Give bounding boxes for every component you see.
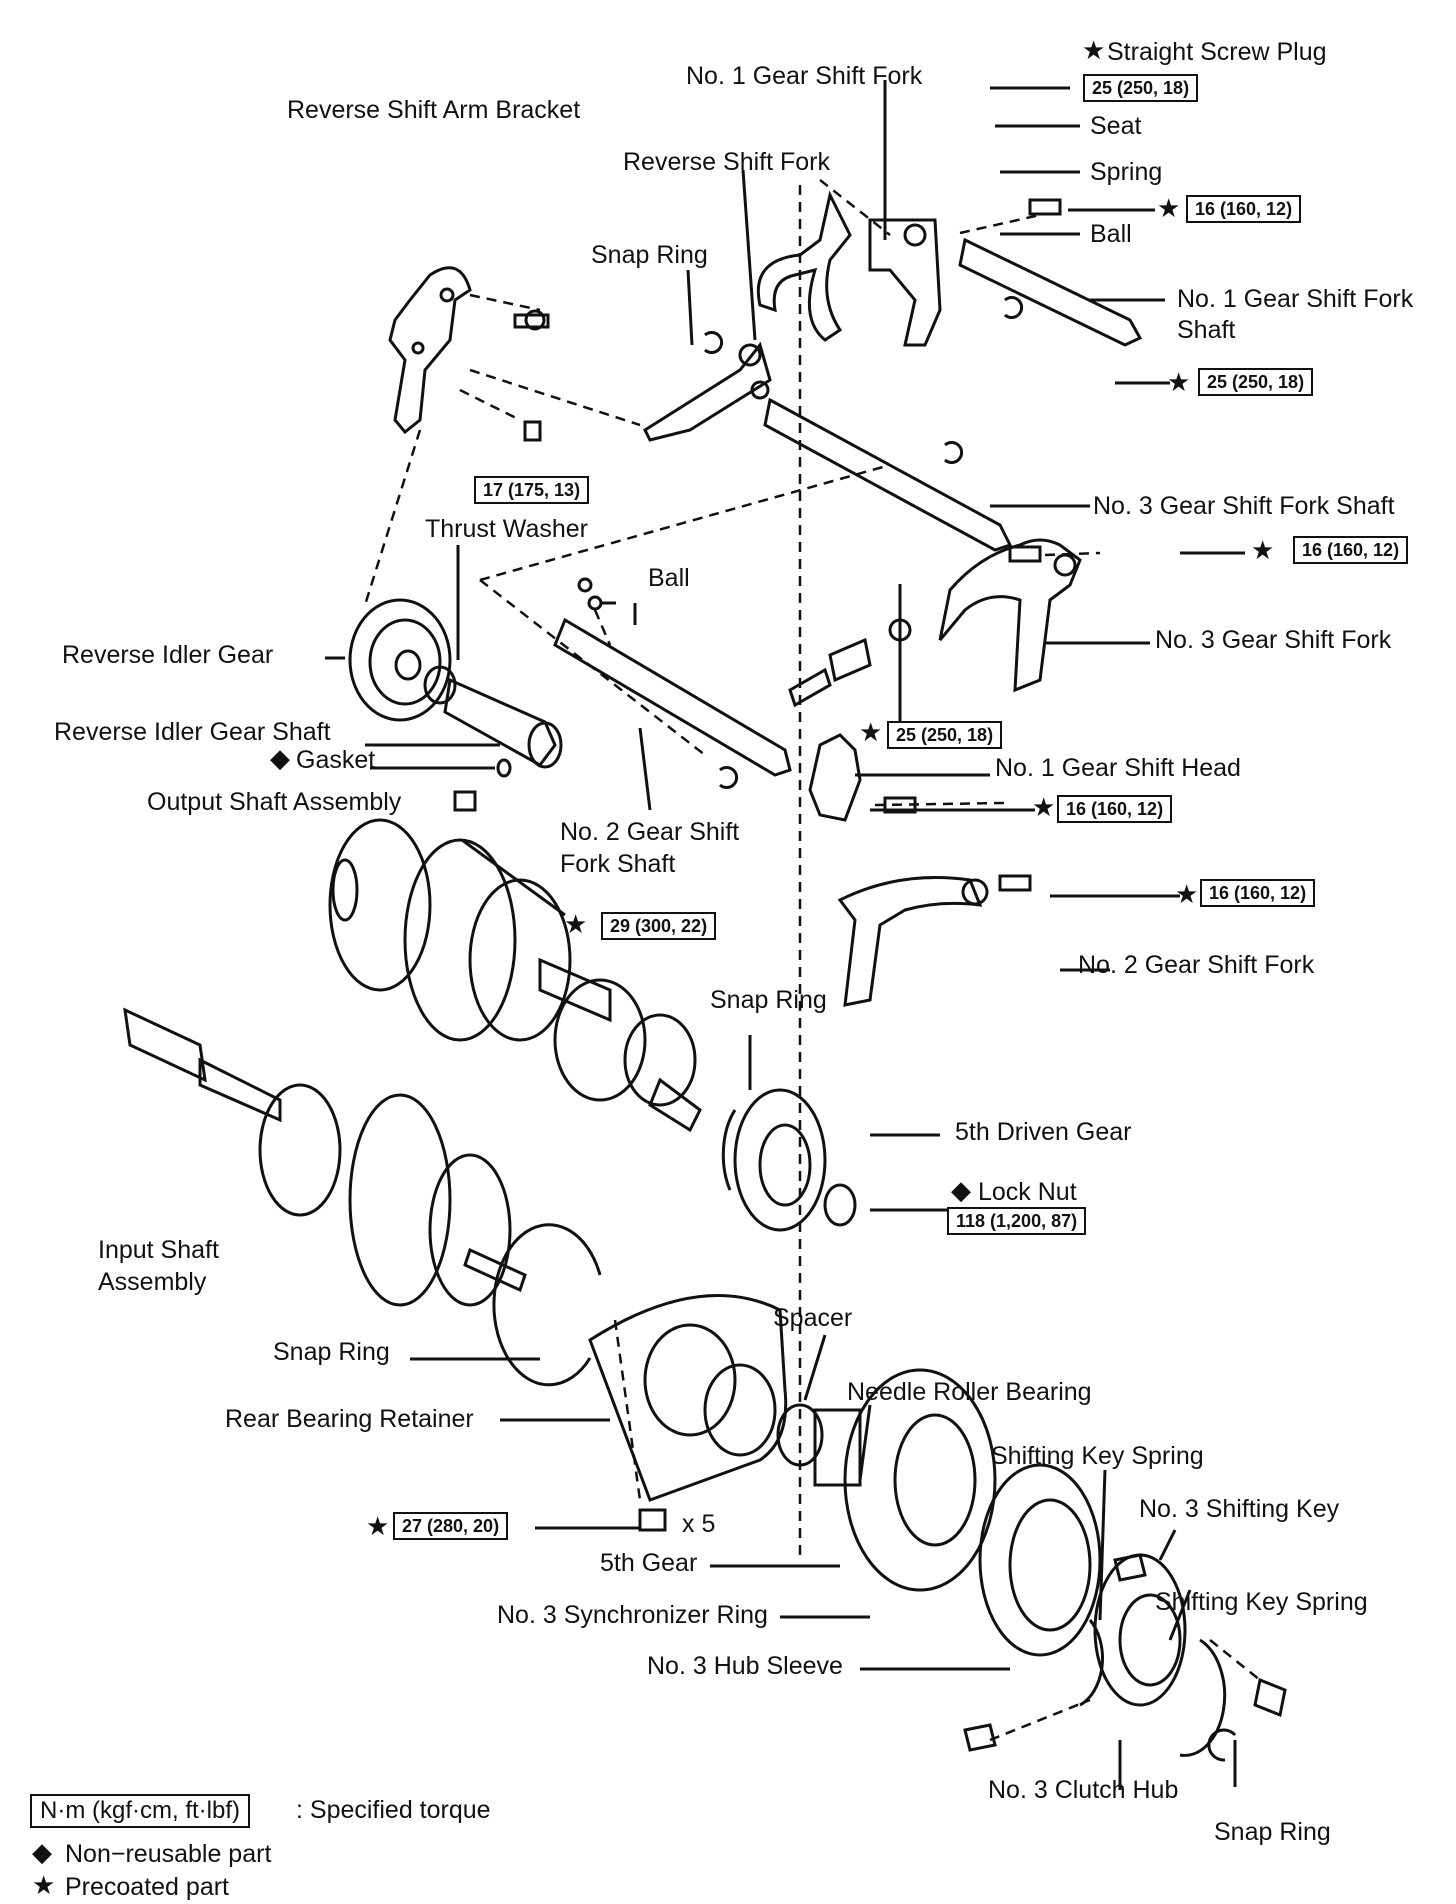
label-reverse-shift-fork: Reverse Shift Fork xyxy=(623,148,831,176)
label-no3-hub-sleeve: No. 3 Hub Sleeve xyxy=(647,1652,843,1680)
star-icon: ★ xyxy=(32,1871,56,1901)
label-spring: Spring xyxy=(1090,158,1163,186)
star-icon: ★ xyxy=(1251,536,1275,566)
label-rear-bearing-retainer: Rear Bearing Retainer xyxy=(225,1405,474,1433)
label-no3-synchronizer-ring: No. 3 Synchronizer Ring xyxy=(497,1601,768,1629)
diamond-icon: ◆ xyxy=(951,1176,971,1206)
label-ball-top: Ball xyxy=(1090,220,1132,248)
torque-head-bolt: 16 (160, 12) xyxy=(1057,795,1173,823)
star-icon: ★ xyxy=(1082,36,1106,66)
label-input-shaft-line1: Input Shaft xyxy=(98,1236,219,1264)
star-icon: ★ xyxy=(1157,194,1181,224)
star-icon: ★ xyxy=(366,1512,390,1542)
label-needle-roller-bearing: Needle Roller Bearing xyxy=(847,1378,1092,1406)
label-no3-gear-shift-fork: No. 3 Gear Shift Fork xyxy=(1155,626,1392,654)
diamond-icon: ◆ xyxy=(270,744,290,774)
label-no1-gear-shift-fork: No. 1 Gear Shift Fork xyxy=(686,62,923,90)
torque-retainer-bolt: 27 (280, 20) xyxy=(393,1512,509,1540)
legend-unit-box: N·m (kgf·cm, ft·lbf) xyxy=(30,1794,250,1828)
label-no1-gear-shift-head: No. 1 Gear Shift Head xyxy=(995,754,1241,782)
label-no2-shaft-line1: No. 2 Gear Shift xyxy=(560,818,740,846)
label-snap-ring-left: Snap Ring xyxy=(273,1338,390,1366)
legend-non-reusable: Non−reusable part xyxy=(65,1840,272,1868)
label-no3-clutch-hub: No. 3 Clutch Hub xyxy=(988,1776,1179,1804)
label-shifting-key-spring-top: Shifting Key Spring xyxy=(991,1442,1204,1470)
label-output-shaft-assembly: Output Shaft Assembly xyxy=(147,788,402,816)
label-input-shaft-line2: Assembly xyxy=(98,1268,207,1296)
label-5th-driven-gear: 5th Driven Gear xyxy=(955,1118,1132,1146)
label-snap-ring-top: Snap Ring xyxy=(591,241,708,269)
label-ball-mid: Ball xyxy=(648,564,690,592)
label-no1-shaft-line2: Shaft xyxy=(1177,316,1236,344)
label-seat: Seat xyxy=(1090,112,1142,140)
label-straight-screw-plug: Straight Screw Plug xyxy=(1107,38,1327,66)
star-icon: ★ xyxy=(859,718,883,748)
diamond-icon: ◆ xyxy=(32,1838,52,1868)
torque-fork1-bolt: 16 (160, 12) xyxy=(1186,195,1302,223)
label-reverse-shift-arm-bracket: Reverse Shift Arm Bracket xyxy=(287,96,581,124)
label-no3-gear-shift-fork-shaft: No. 3 Gear Shift Fork Shaft xyxy=(1093,492,1395,520)
torque-output-bolt: 29 (300, 22) xyxy=(601,912,717,940)
label-snap-ring-mid: Snap Ring xyxy=(710,986,827,1014)
label-5th-gear: 5th Gear xyxy=(600,1549,698,1577)
torque-fork2-bolt: 16 (160, 12) xyxy=(1200,879,1316,907)
label-spacer: Spacer xyxy=(773,1304,853,1332)
label-no1-shaft-line1: No. 1 Gear Shift Fork xyxy=(1177,285,1414,313)
star-icon: ★ xyxy=(1032,793,1056,823)
legend-unit-desc: : Specified torque xyxy=(296,1796,491,1824)
label-no3-shifting-key: No. 3 Shifting Key xyxy=(1139,1495,1340,1523)
label-snap-ring-bottom: Snap Ring xyxy=(1214,1818,1331,1846)
torque-fork3-bolt: 16 (160, 12) xyxy=(1293,536,1409,564)
torque-plug-top: 25 (250, 18) xyxy=(1083,74,1199,102)
label-no2-gear-shift-fork: No. 2 Gear Shift Fork xyxy=(1078,951,1315,979)
legend-precoated: Precoated part xyxy=(65,1873,229,1901)
label-lock-nut: Lock Nut xyxy=(978,1178,1077,1206)
torque-bracket-bolt: 17 (175, 13) xyxy=(474,476,590,504)
torque-plug-right: 25 (250, 18) xyxy=(1198,368,1314,396)
torque-plug-mid: 25 (250, 18) xyxy=(887,721,1003,749)
label-x5: x 5 xyxy=(682,1510,716,1538)
label-thrust-washer: Thrust Washer xyxy=(425,515,589,543)
star-icon: ★ xyxy=(1167,368,1191,398)
label-no2-shaft-line2: Fork Shaft xyxy=(560,850,676,878)
torque-lock-nut: 118 (1,200, 87) xyxy=(947,1207,1087,1235)
label-gasket: Gasket xyxy=(296,746,376,774)
label-reverse-idler-gear-shaft: Reverse Idler Gear Shaft xyxy=(54,718,331,746)
star-icon: ★ xyxy=(1175,880,1199,910)
label-shifting-key-spring-right: Shifting Key Spring xyxy=(1155,1588,1368,1616)
star-icon: ★ xyxy=(564,910,588,940)
label-reverse-idler-gear: Reverse Idler Gear xyxy=(62,641,274,669)
